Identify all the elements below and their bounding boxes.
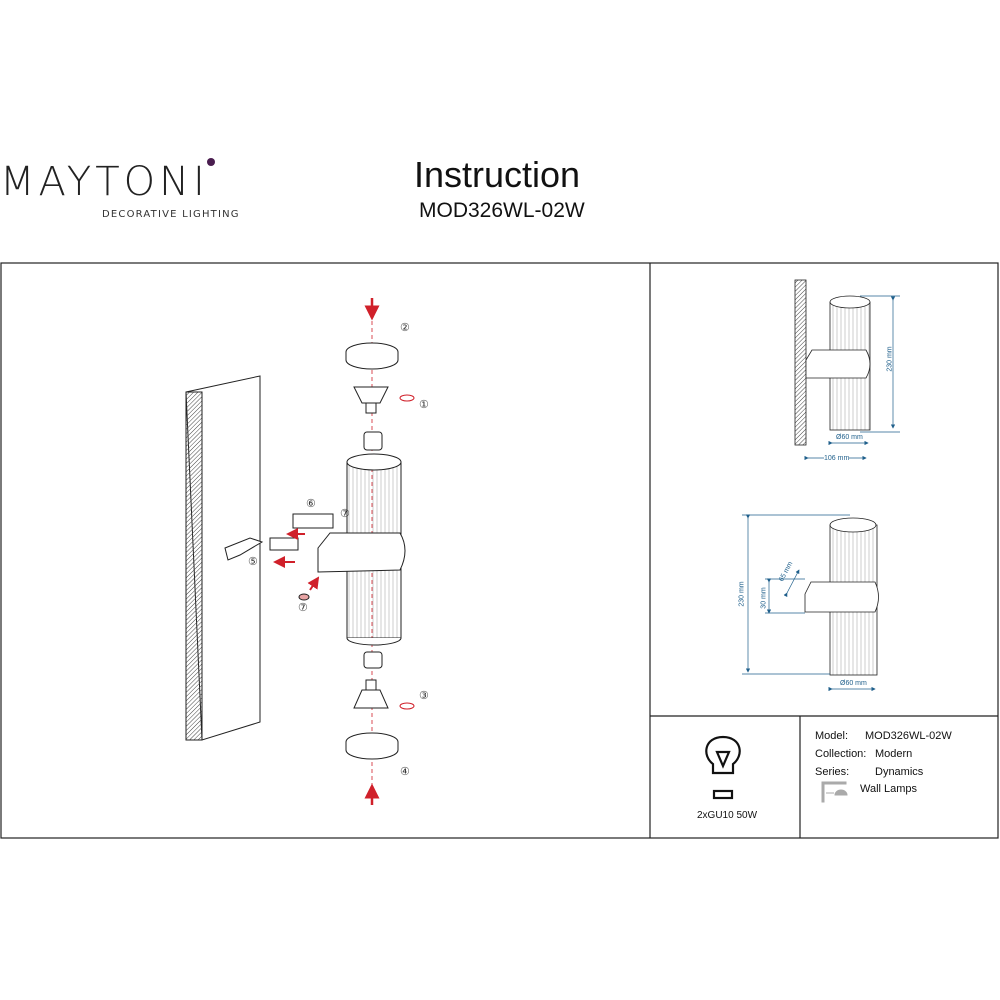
side-diameter-dim: Ø60 mm	[836, 434, 863, 441]
series-value: Dynamics	[875, 766, 924, 778]
model-code-heading: MOD326WL-02W	[419, 199, 585, 222]
wall	[185, 375, 261, 741]
brand-logo: MAYTONI	[0, 159, 209, 205]
front-height-dim: 230 mm	[738, 581, 746, 607]
side-height-dim: 230 mm	[886, 346, 894, 372]
step-5-marker: ⑤	[248, 556, 258, 568]
series-label: Series:	[815, 766, 850, 778]
side-depth-dim: 106 mm	[824, 455, 850, 463]
side-dimension-drawing	[794, 279, 900, 461]
collection-value: Modern	[875, 748, 913, 760]
front-dimension-drawing	[742, 514, 879, 692]
step-7b-marker: ⑦	[298, 602, 308, 614]
model-label: Model:	[815, 730, 849, 742]
frame	[0, 262, 999, 839]
model-value: MOD326WL-02W	[865, 730, 952, 742]
step-6-marker: ⑥	[306, 498, 316, 510]
step-1-marker: ①	[419, 399, 429, 411]
step-4-marker: ④	[400, 766, 410, 778]
front-mount-height-dim: 30 mm	[760, 587, 768, 609]
brand-logo-dot	[207, 158, 215, 166]
type-value: Wall Lamps	[860, 783, 918, 795]
collection-label: Collection:	[815, 748, 867, 760]
front-diameter-dim: Ø60 mm	[840, 680, 867, 687]
step-3-marker: ③	[419, 690, 429, 702]
step-2-marker: ②	[400, 322, 410, 334]
page-title: Instruction	[414, 154, 581, 195]
brand-tagline: DECORATIVE LIGHTING	[102, 209, 240, 220]
step-7-marker: ⑦	[340, 508, 350, 520]
wall-lamp-icon	[821, 781, 848, 803]
bulb-spec: 2xGU10 50W	[697, 810, 758, 821]
assembly-drawing	[185, 298, 415, 805]
light-bulb-icon	[705, 735, 741, 800]
